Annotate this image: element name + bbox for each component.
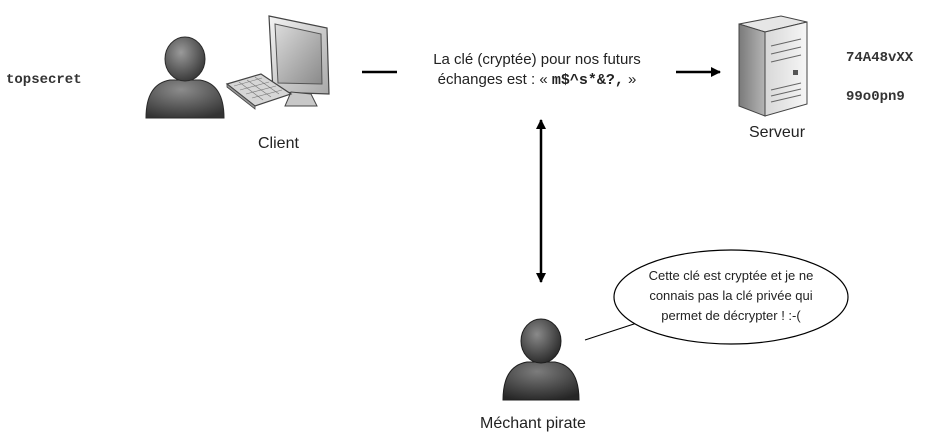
client-secret-text: topsecret	[6, 72, 82, 88]
client-person-icon	[145, 36, 225, 119]
client-label: Client	[258, 135, 299, 152]
encrypted-key: m$^s*&?,	[551, 72, 624, 89]
pirate-speech: Cette clé est cryptée et je ne connais p…	[614, 266, 848, 326]
server-label: Serveur	[749, 124, 806, 141]
key-message-prefix: échanges est : «	[437, 71, 548, 88]
key-message-suffix: »	[628, 71, 637, 88]
pirate-speech-line3: permet de décrypter ! :-(	[661, 308, 801, 323]
server-value-2: 99o0pn9	[846, 89, 905, 105]
computer-icon	[225, 15, 330, 110]
key-message-line2: échanges est : « m$^s*&?, »	[398, 70, 676, 91]
key-message: La clé (cryptée) pour nos futurs échange…	[398, 50, 676, 91]
pirate-label: Méchant pirate	[480, 415, 586, 432]
server-icon	[738, 15, 808, 117]
pirate-speech-line1: Cette clé est cryptée et je ne	[648, 268, 814, 283]
speech-tail	[584, 321, 641, 341]
key-message-line1: La clé (cryptée) pour nos futurs	[433, 51, 641, 68]
pirate-person-icon	[502, 318, 580, 401]
server-value-1: 74A48vXX	[846, 50, 914, 66]
speech-bubble	[613, 249, 849, 345]
pirate-speech-line2: connais pas la clé privée qui	[649, 288, 813, 303]
